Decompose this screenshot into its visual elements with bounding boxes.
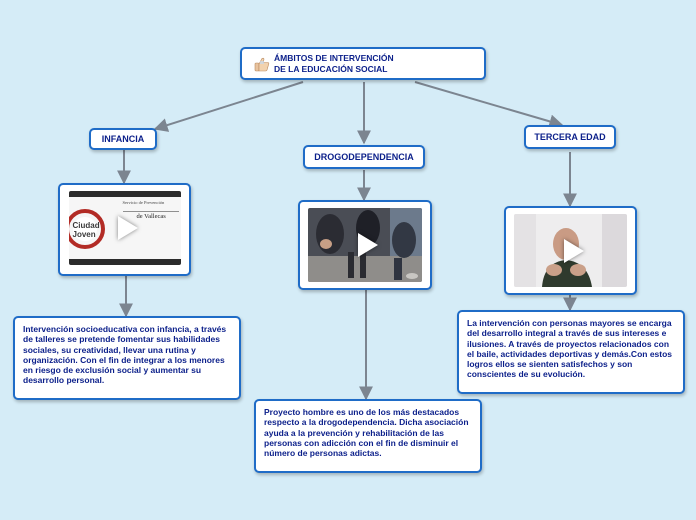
video-infancia-thumbnail: Ciudad Joven Servicio de Prevención de V…: [68, 191, 181, 265]
connector-root-infancia: [153, 81, 304, 132]
text-infancia: Intervención socioeducativa con infancia…: [13, 316, 241, 400]
elderly-person-image: [514, 214, 627, 287]
video-infancia[interactable]: Ciudad Joven Servicio de Prevención de V…: [58, 183, 191, 276]
video-drogodependencia-thumbnail: [308, 208, 422, 282]
text-tercera-edad-body: La intervención con personas mayores se …: [467, 318, 673, 380]
root-title-line-2: DE LA EDUCACIÓN SOCIAL: [274, 63, 388, 74]
video-tercera-edad[interactable]: [504, 206, 637, 295]
video-infancia-caption-2: de Vallecas: [136, 213, 166, 220]
branch-drogodependencia-label: DROGODEPENDENCIA: [314, 152, 414, 162]
branch-infancia[interactable]: INFANCIA: [89, 128, 157, 150]
play-icon[interactable]: [563, 238, 584, 263]
group-meeting-image: [308, 208, 422, 282]
root-title: ÁMBITOS DE INTERVENCIÓN DE LA EDUCACIÓN …: [274, 53, 394, 75]
branch-drogodependencia[interactable]: DROGODEPENDENCIA: [303, 145, 425, 169]
thumbs-up-icon: [254, 57, 270, 71]
play-icon[interactable]: [117, 216, 138, 240]
text-tercera-edad: La intervención con personas mayores se …: [457, 310, 685, 394]
connector-root-tercera-edad: [414, 81, 564, 129]
text-drogodependencia-body: Proyecto hombre es uno de los más destac…: [264, 407, 469, 459]
video-infancia-caption-1: Servicio de Prevención: [122, 200, 165, 205]
video-drogodependencia[interactable]: [298, 200, 432, 290]
ciudad-joven-sign-image: [68, 191, 181, 265]
text-infancia-body: Intervención socioeducativa con infancia…: [23, 324, 227, 386]
root-title-line-1: ÁMBITOS DE INTERVENCIÓN: [274, 52, 394, 63]
video-infancia-logo-text: Ciudad Joven: [72, 221, 100, 239]
branch-tercera-edad[interactable]: TERCERA EDAD: [524, 125, 616, 149]
root-topic[interactable]: ÁMBITOS DE INTERVENCIÓN DE LA EDUCACIÓN …: [240, 47, 486, 80]
text-drogodependencia: Proyecto hombre es uno de los más destac…: [254, 399, 482, 473]
branch-infancia-label: INFANCIA: [101, 134, 145, 144]
video-tercera-edad-thumbnail: [514, 214, 627, 287]
branch-tercera-edad-label: TERCERA EDAD: [534, 132, 606, 142]
play-icon[interactable]: [358, 233, 378, 257]
